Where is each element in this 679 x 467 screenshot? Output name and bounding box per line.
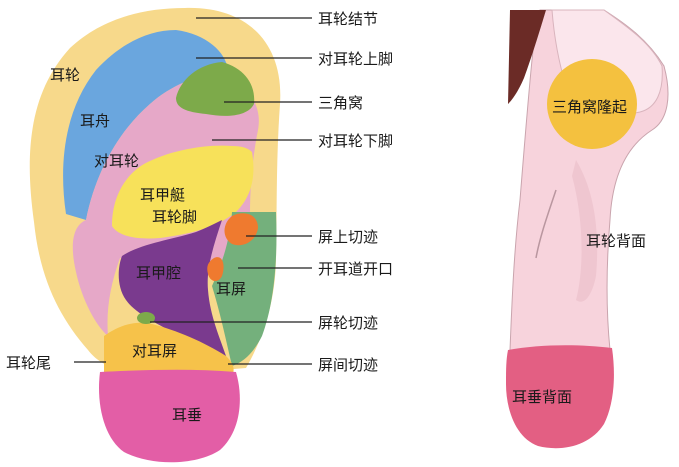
label-cymba-conchae: 耳甲艇 bbox=[140, 186, 185, 204]
label-helix-node: 耳轮结节 bbox=[318, 10, 378, 28]
label-inferior-crus: 对耳轮下脚 bbox=[318, 132, 393, 150]
label-external-meatus: 开耳道开口 bbox=[318, 260, 393, 278]
label-supratragic-notch: 屏上切迹 bbox=[318, 228, 378, 246]
label-crus-of-helix: 耳轮脚 bbox=[152, 208, 197, 226]
back-dark-strip bbox=[508, 10, 546, 104]
supratragic-notch-mark bbox=[224, 213, 258, 246]
back-lobule-region bbox=[506, 345, 614, 449]
label-back-of-helix: 耳轮背面 bbox=[586, 232, 646, 250]
label-lobule: 耳垂 bbox=[172, 406, 202, 424]
back-ear-view bbox=[506, 9, 669, 449]
front-internal-labels: 耳轮 耳舟 对耳轮 耳甲艇 耳轮脚 耳甲腔 耳屏 对耳屏 耳垂 bbox=[50, 66, 246, 424]
label-antihelix: 对耳轮 bbox=[94, 152, 139, 170]
label-helix-tragus-notch: 屏轮切迹 bbox=[318, 314, 378, 332]
front-external-labels: 耳轮结节 对耳轮上脚 三角窝 对耳轮下脚 屏上切迹 开耳道开口 屏轮切迹 屏间切… bbox=[6, 10, 393, 374]
label-helix: 耳轮 bbox=[50, 66, 80, 84]
label-antitragus: 对耳屏 bbox=[132, 342, 177, 360]
back-view-labels: 三角窝隆起 耳轮背面 耳垂背面 bbox=[512, 98, 646, 406]
back-ridge bbox=[535, 189, 557, 259]
cymba-conchae-region bbox=[112, 145, 254, 239]
triangular-eminence-mark bbox=[547, 59, 637, 149]
label-triangular-eminence: 三角窝隆起 bbox=[552, 98, 627, 116]
label-superior-crus: 对耳轮上脚 bbox=[318, 50, 393, 68]
tragus-region bbox=[212, 212, 277, 366]
helix-tragus-notch-mark bbox=[137, 312, 155, 324]
label-helix-tail: 耳轮尾 bbox=[6, 354, 51, 372]
lobule-region bbox=[99, 369, 240, 463]
label-intertragic-notch: 屏间切迹 bbox=[318, 356, 378, 374]
scapha-region bbox=[63, 30, 229, 220]
front-leader-lines bbox=[74, 17, 312, 365]
label-cavum-conchae: 耳甲腔 bbox=[136, 264, 181, 282]
label-back-of-lobule: 耳垂背面 bbox=[512, 388, 572, 406]
label-tragus: 耳屏 bbox=[216, 280, 246, 298]
label-triangular-fossa: 三角窝 bbox=[318, 94, 363, 112]
back-ridge-shadow bbox=[572, 160, 598, 302]
front-ear-view bbox=[29, 7, 281, 463]
external-meatus-mark bbox=[207, 257, 224, 282]
antitragus-region bbox=[104, 322, 234, 376]
label-scapha: 耳舟 bbox=[80, 112, 110, 130]
